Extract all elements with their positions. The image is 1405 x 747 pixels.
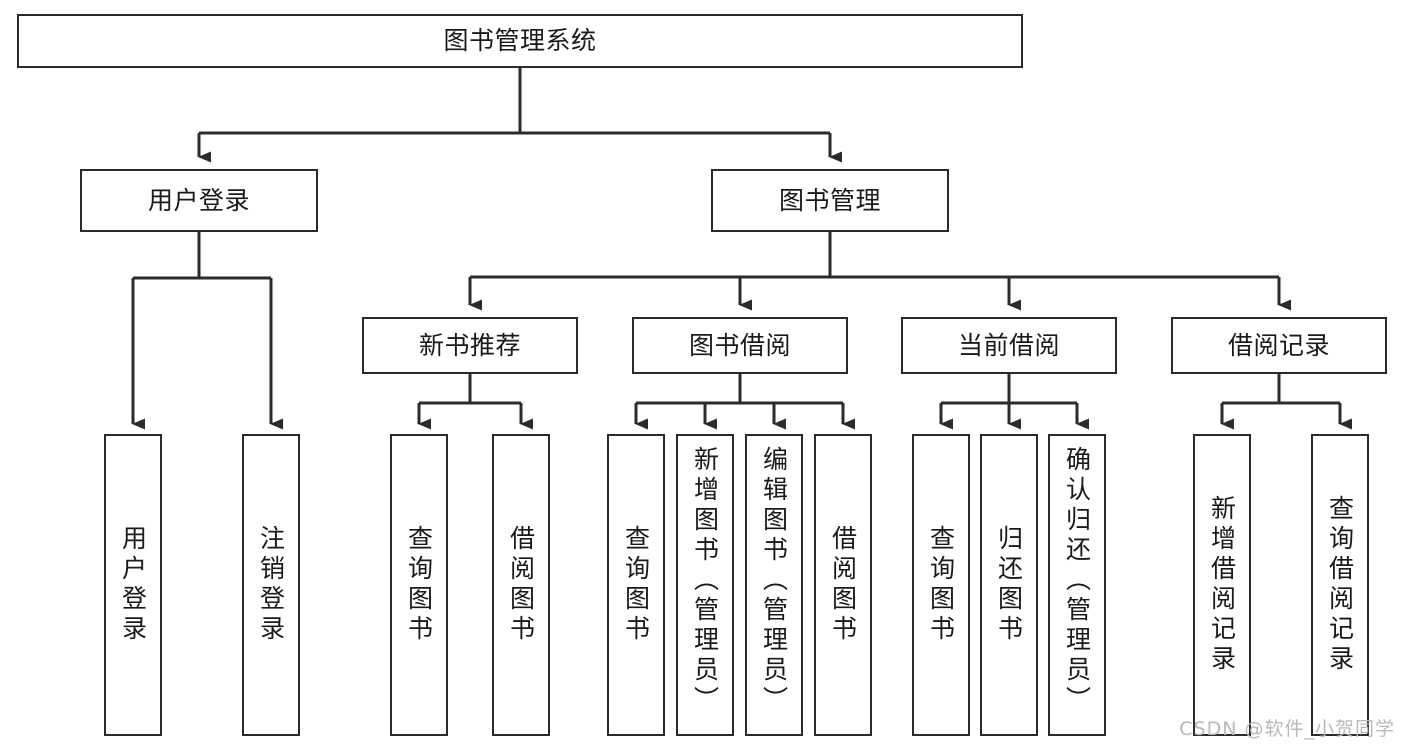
node-label: 确认归还（管理员） [1062, 446, 1092, 716]
node-label: 图书借阅 [688, 330, 791, 360]
node-leaf-query-book-1[interactable]: 查询图书 [390, 434, 448, 736]
node-label: 查询图书 [621, 525, 651, 645]
node-leaf-add-record[interactable]: 新增借阅记录 [1193, 434, 1251, 736]
node-label: 新增借阅记录 [1207, 495, 1237, 675]
node-leaf-query-book-3[interactable]: 查询图书 [912, 434, 970, 736]
node-label: 查询借阅记录 [1325, 495, 1355, 675]
node-label: 借阅图书 [506, 525, 536, 645]
node-user-login[interactable]: 用户登录 [80, 169, 318, 232]
node-label: 借阅记录 [1227, 330, 1330, 360]
node-label: 用户登录 [118, 525, 148, 645]
node-root-book-management-system[interactable]: 图书管理系统 [17, 14, 1023, 68]
node-leaf-return-book[interactable]: 归还图书 [980, 434, 1038, 736]
node-leaf-edit-book[interactable]: 编辑图书（管理员） [745, 434, 803, 736]
node-label: 当前借阅 [957, 330, 1060, 360]
node-label: 注销登录 [256, 525, 286, 645]
node-label: 归还图书 [994, 525, 1024, 645]
node-leaf-confirm-return[interactable]: 确认归还（管理员） [1048, 434, 1106, 736]
node-label: 新书推荐 [418, 330, 521, 360]
node-label: 查询图书 [404, 525, 434, 645]
node-label: 图书管理系统 [443, 26, 597, 56]
node-leaf-query-book-2[interactable]: 查询图书 [607, 434, 665, 736]
csdn-watermark: CSDN @软件_小贺同学 [1179, 718, 1395, 740]
node-book-management[interactable]: 图书管理 [711, 169, 949, 232]
node-label: 编辑图书（管理员） [759, 446, 789, 716]
node-label: 新增图书（管理员） [690, 446, 720, 716]
node-leaf-borrow-book-2[interactable]: 借阅图书 [814, 434, 872, 736]
node-label: 借阅图书 [828, 525, 858, 645]
node-label: 查询图书 [926, 525, 956, 645]
node-leaf-add-book[interactable]: 新增图书（管理员） [676, 434, 734, 736]
node-current-borrow[interactable]: 当前借阅 [901, 317, 1117, 374]
node-leaf-user-login[interactable]: 用户登录 [104, 434, 162, 736]
node-new-book-recommend[interactable]: 新书推荐 [362, 317, 578, 374]
node-borrow-record[interactable]: 借阅记录 [1171, 317, 1387, 374]
node-leaf-user-logout[interactable]: 注销登录 [242, 434, 300, 736]
node-label: 用户登录 [147, 185, 250, 215]
node-leaf-query-record[interactable]: 查询借阅记录 [1311, 434, 1369, 736]
node-book-borrow[interactable]: 图书借阅 [632, 317, 848, 374]
node-leaf-borrow-book-1[interactable]: 借阅图书 [492, 434, 550, 736]
node-label: 图书管理 [778, 185, 881, 215]
